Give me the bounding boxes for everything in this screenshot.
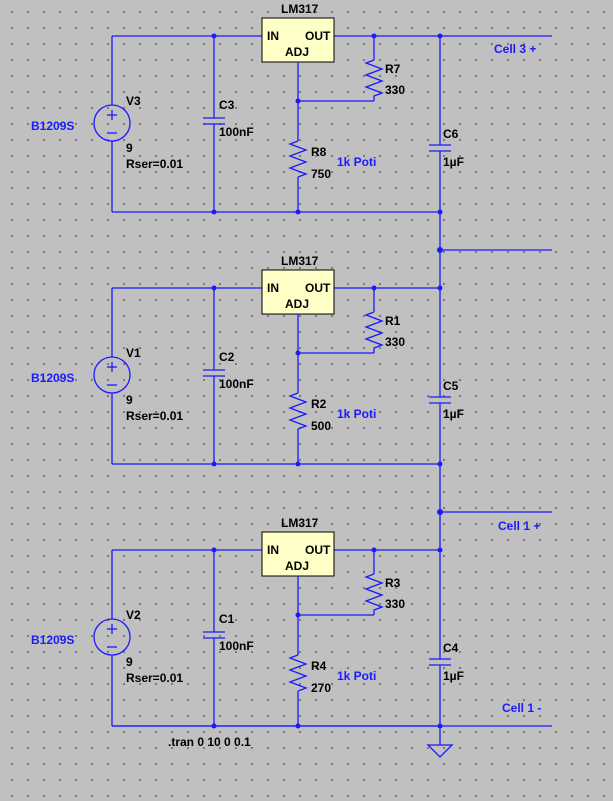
input-capacitor-icon <box>203 117 225 125</box>
source-ref: V1 <box>126 346 141 360</box>
output-capacitor-ref: C6 <box>443 127 459 141</box>
lm317-regulator <box>261 531 335 577</box>
regulator-adj-pin: ADJ <box>285 559 309 573</box>
input-capacitor-icon <box>203 631 225 639</box>
output-capacitor-icon <box>429 658 451 666</box>
top-resistor-value: 330 <box>385 83 405 97</box>
source-model: B1209S <box>31 371 74 385</box>
regulator-out-pin: OUT <box>305 281 331 295</box>
poti-label: 1k Poti <box>337 155 376 169</box>
output-capacitor-value: 1µF <box>443 155 464 169</box>
poti-label: 1k Poti <box>337 407 376 421</box>
source-ref: V2 <box>126 608 141 622</box>
source-value: 9 <box>126 141 133 155</box>
voltage-source-icon <box>93 356 131 394</box>
net-label-cell3-plus: Cell 3 + <box>494 42 536 56</box>
source-value: 9 <box>126 655 133 669</box>
top-resistor-icon <box>364 573 384 615</box>
regulator-part: LM317 <box>281 516 319 530</box>
adjust-resistor-value: 270 <box>311 681 331 695</box>
top-resistor-icon <box>364 311 384 353</box>
adjust-resistor-icon <box>288 392 308 430</box>
poti-label: 1k Poti <box>337 669 376 683</box>
top-resistor-ref: R7 <box>385 62 401 76</box>
regulator-adj-pin: ADJ <box>285 297 309 311</box>
adjust-resistor-icon <box>288 140 308 178</box>
output-capacitor-ref: C4 <box>443 641 459 655</box>
spice-directive: .tran 0 10 0 0.1 <box>168 735 251 749</box>
regulator-part: LM317 <box>281 254 319 268</box>
voltage-source-icon <box>93 618 131 656</box>
adjust-resistor-ref: R8 <box>311 145 327 159</box>
regulator-in-pin: IN <box>267 543 279 557</box>
lm317-regulator <box>261 269 335 315</box>
net-label-cell1-minus: Cell 1 - <box>502 701 541 715</box>
regulator-part: LM317 <box>281 2 319 16</box>
regulator-in-pin: IN <box>267 29 279 43</box>
top-resistor-ref: R1 <box>385 314 401 328</box>
source-rser: Rser=0.01 <box>126 409 183 423</box>
regulator-out-pin: OUT <box>305 29 331 43</box>
input-capacitor-icon <box>203 369 225 377</box>
input-capacitor-value: 100nF <box>219 377 254 391</box>
net-label-cell1-plus: Cell 1 + <box>498 519 540 533</box>
input-capacitor-value: 100nF <box>219 639 254 653</box>
adjust-resistor-ref: R4 <box>311 659 327 673</box>
top-resistor-value: 330 <box>385 335 405 349</box>
top-resistor-value: 330 <box>385 597 405 611</box>
source-model: B1209S <box>31 119 74 133</box>
adjust-resistor-ref: R2 <box>311 397 327 411</box>
voltage-source-icon <box>93 104 131 142</box>
output-capacitor-value: 1µF <box>443 669 464 683</box>
input-capacitor-ref: C3 <box>219 98 235 112</box>
interconnect-wires <box>112 35 552 745</box>
output-capacitor-icon <box>429 144 451 152</box>
source-model: B1209S <box>31 633 74 647</box>
regulator-in-pin: IN <box>267 281 279 295</box>
adjust-resistor-value: 500 <box>311 419 331 433</box>
input-capacitor-ref: C1 <box>219 612 235 626</box>
adjust-resistor-value: 750 <box>311 167 331 181</box>
source-rser: Rser=0.01 <box>126 671 183 685</box>
top-resistor-icon <box>364 59 384 101</box>
adjust-resistor-icon <box>288 654 308 692</box>
output-capacitor-icon <box>429 396 451 404</box>
input-capacitor-value: 100nF <box>219 125 254 139</box>
output-capacitor-ref: C5 <box>443 379 459 393</box>
regulator-out-pin: OUT <box>305 543 331 557</box>
ground-symbol <box>426 744 454 758</box>
top-resistor-ref: R3 <box>385 576 401 590</box>
output-capacitor-value: 1µF <box>443 407 464 421</box>
input-capacitor-ref: C2 <box>219 350 235 364</box>
source-rser: Rser=0.01 <box>126 157 183 171</box>
regulator-adj-pin: ADJ <box>285 45 309 59</box>
source-ref: V3 <box>126 94 141 108</box>
source-value: 9 <box>126 393 133 407</box>
